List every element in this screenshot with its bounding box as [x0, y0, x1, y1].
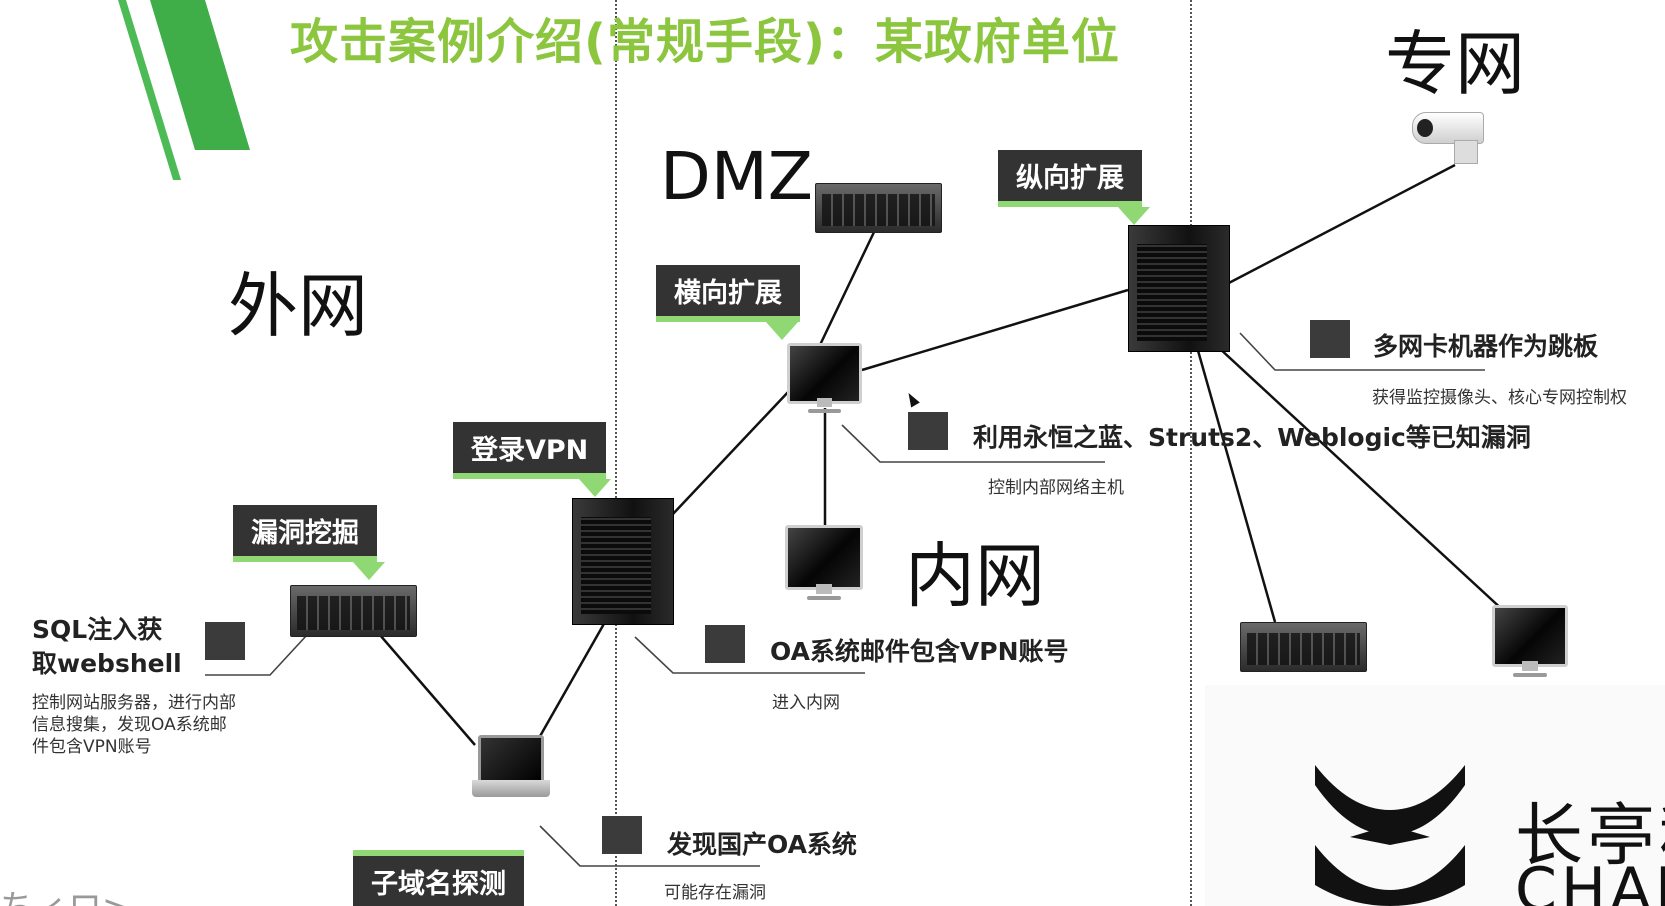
- corner-cropped-text: ちィロ>: [0, 880, 131, 906]
- leader-oa-mail: [634, 636, 865, 674]
- zone-label-internal: 内网: [905, 535, 1045, 617]
- bullet-square-icon: [602, 816, 642, 854]
- tag-pointer-icon: [579, 479, 611, 497]
- zone-divider-external-dmz: [615, 0, 617, 906]
- tag-pointer-icon: [766, 322, 798, 340]
- note-sql-sub3: 件包含VPN账号: [32, 737, 152, 757]
- link-monitor-dmzserver: [818, 229, 877, 346]
- note-sql-sub1: 控制网站服务器，进行内部: [32, 693, 236, 713]
- multi-nic-tower-icon: [1128, 225, 1230, 352]
- link-multinic-camera: [1224, 163, 1456, 287]
- note-oa-found: 发现国产OA系统: [667, 830, 857, 859]
- logo-text-english: CHAITIN: [1515, 855, 1665, 906]
- leader-oa-found: [539, 825, 760, 867]
- zone-divider-dmz-private: [1190, 0, 1192, 906]
- note-exploits: 利用永恒之蓝、Struts2、Weblogic等已知漏洞: [973, 423, 1531, 452]
- logo-text-chinese: 长亭科技: [1515, 797, 1665, 876]
- note-oa-mail-sub: 进入内网: [772, 693, 840, 713]
- note-multi-nic-sub: 获得监控摄像头、核心专网控制权: [1372, 388, 1627, 408]
- note-multi-nic: 多网卡机器作为跳板: [1373, 332, 1599, 361]
- attacker-laptop-icon: [472, 735, 550, 797]
- link-laptop-rackserver: [379, 634, 476, 746]
- leader-multinic: [1239, 332, 1485, 371]
- note-sql-sub2: 信息搜集，发现OA系统邮: [32, 715, 227, 735]
- dmz-server-icon: [815, 183, 942, 233]
- tag-vpn-login: 登录VPN: [453, 422, 611, 497]
- bullet-square-icon: [705, 625, 745, 663]
- tag-subdomain-probe: 子域名探测: [353, 850, 524, 906]
- note-sql-line1: SQL注入获: [32, 615, 163, 644]
- zone-label-external: 外网: [228, 265, 368, 347]
- zone-label-private: 专网: [1385, 23, 1525, 105]
- bullet-square-icon: [205, 622, 245, 660]
- internal-monitor-icon: [785, 525, 863, 600]
- tag-vertical-expansion: 纵向扩展: [998, 150, 1150, 225]
- web-server-icon: [290, 585, 417, 637]
- tag-pointer-icon: [1118, 207, 1150, 225]
- dmz-monitor-icon: [787, 343, 862, 413]
- link-monitor-multinic: [861, 288, 1129, 372]
- bullet-square-icon: [1310, 320, 1350, 358]
- zone-label-dmz: DMZ: [660, 138, 813, 215]
- note-oa-found-sub: 可能存在漏洞: [664, 883, 766, 903]
- leader-sql: [205, 634, 308, 676]
- tag-vpn-login-label: 登录VPN: [471, 435, 589, 466]
- tag-vertical-expansion-label: 纵向扩展: [1016, 163, 1124, 194]
- vpn-tower-icon: [572, 498, 674, 625]
- link-multinic-privserver: [1193, 339, 1277, 623]
- tag-subdomain-probe-label: 子域名探测: [371, 869, 506, 900]
- tag-horizontal-expansion: 横向扩展: [656, 265, 800, 340]
- chaitin-logo-icon: [1315, 765, 1465, 906]
- logo-panel: 长亭科技 CHAITIN: [1205, 685, 1665, 906]
- leader-exploits: [841, 424, 1105, 463]
- link-multinic-privmonitor: [1204, 334, 1506, 613]
- link-vpntower-monitor: [671, 389, 791, 516]
- tag-horizontal-expansion-label: 横向扩展: [674, 278, 782, 309]
- slide-title: 攻击案例介绍(常规手段)：某政府单位: [290, 14, 1120, 70]
- private-monitor-icon: [1492, 605, 1568, 677]
- tag-pointer-icon: [353, 562, 385, 580]
- private-server-icon: [1240, 622, 1367, 672]
- tag-vulnerability-mining: 漏洞挖掘: [233, 505, 385, 580]
- note-exploits-sub: 控制内部网络主机: [988, 478, 1124, 498]
- surveillance-camera-icon: [1412, 112, 1492, 172]
- tag-vulnerability-mining-label: 漏洞挖掘: [251, 518, 359, 549]
- link-laptop-vpntower: [533, 621, 607, 746]
- note-oa-mail: OA系统邮件包含VPN账号: [770, 637, 1069, 666]
- note-sql-line2: 取webshell: [32, 649, 182, 678]
- bullet-square-icon: [908, 412, 948, 450]
